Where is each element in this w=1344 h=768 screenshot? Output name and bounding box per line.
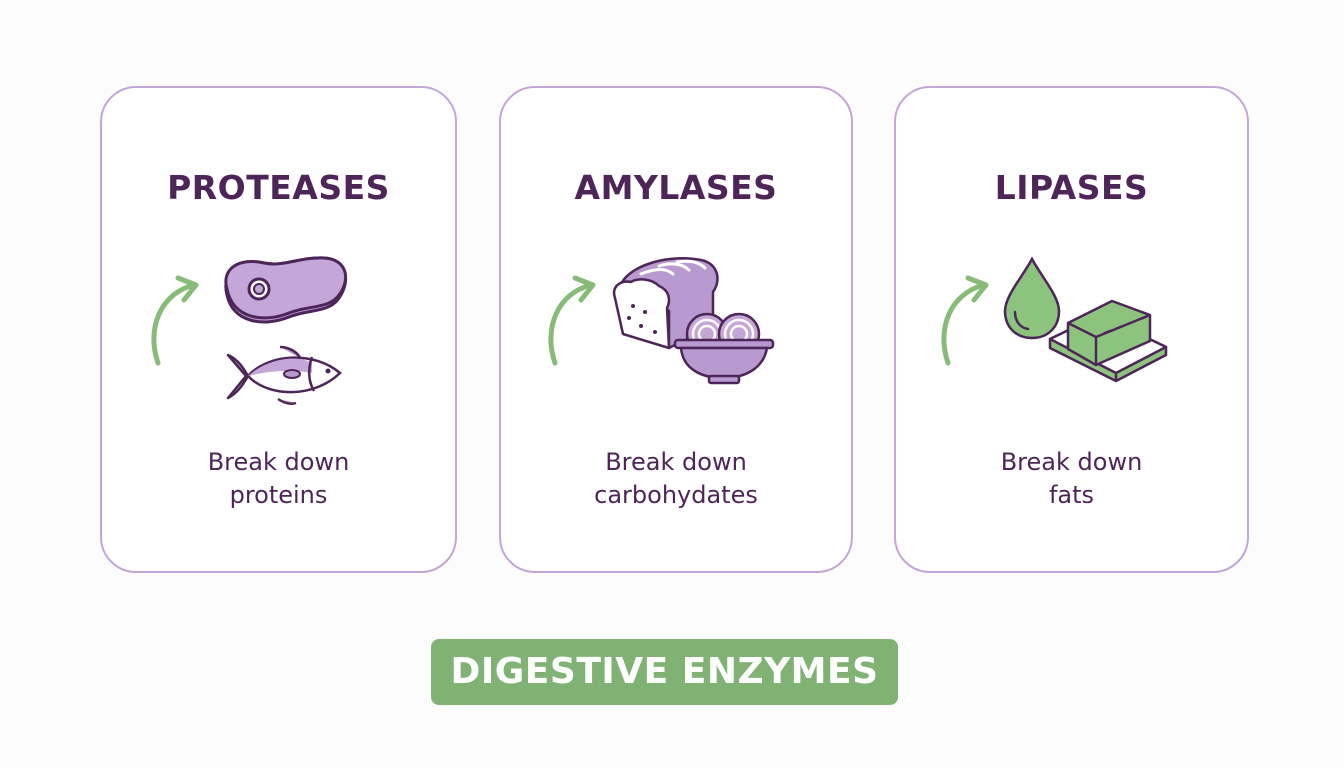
curved-arrow-icon (941, 275, 989, 366)
description-line-2: proteins (229, 481, 328, 509)
description-line-1: Break down (1000, 448, 1143, 476)
card-title: AMYLASES (574, 168, 778, 207)
card-amylases: AMYLASES Break down carbohydates (499, 86, 853, 573)
card-description: Break down proteins (102, 446, 455, 512)
card-description: Break down fats (896, 446, 1247, 512)
curved-arrow-icon (151, 275, 199, 366)
description-line-2: carbohydates (594, 481, 758, 509)
description-line-1: Break down (605, 448, 747, 476)
card-title: LIPASES (994, 168, 1149, 207)
description-line-1: Break down (207, 448, 350, 476)
card-lipases: LIPASES Break down fats (894, 86, 1249, 573)
title-banner: DIGESTIVE ENZYMES (431, 639, 898, 705)
card-proteases: PROTEASES Break down proteins (100, 86, 457, 573)
description-line-2: fats (1048, 481, 1095, 509)
steak-icon (224, 256, 348, 324)
curved-arrow-icon (548, 275, 596, 366)
noodle-bowl-icon (673, 312, 775, 385)
card-title: PROTEASES (167, 168, 390, 207)
card-description: Break down carbohydates (501, 446, 851, 512)
butter-icon (1048, 299, 1168, 383)
oil-drop-icon (1003, 256, 1061, 340)
fish-icon (226, 345, 342, 406)
